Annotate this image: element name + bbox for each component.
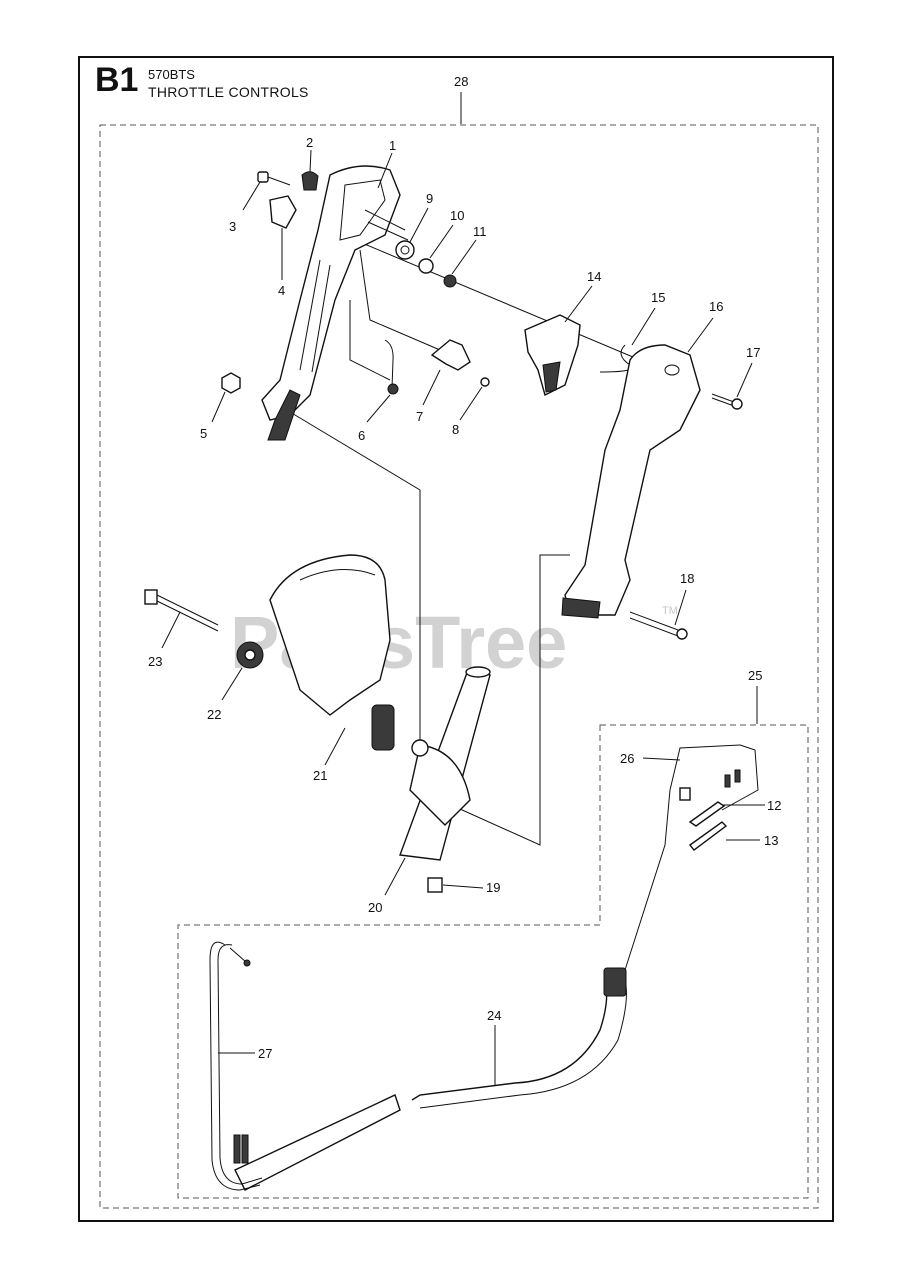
callout-3: 3: [229, 219, 236, 234]
leader-3: [242, 181, 261, 211]
callout-19: 19: [486, 880, 500, 895]
callout-22: 22: [207, 707, 221, 722]
part-14-trigger-grip: [542, 361, 561, 393]
leader-22: [221, 667, 243, 701]
callout-13: 13: [764, 833, 778, 848]
part-21-handle-clamp: [269, 554, 395, 751]
callout-26: 26: [620, 751, 634, 766]
assembly-line-e: [439, 554, 570, 846]
model-number: 570BTS: [148, 67, 195, 82]
callout-6: 6: [358, 428, 365, 443]
leader-1: [377, 152, 393, 189]
callout-20: 20: [368, 900, 382, 915]
part-3-pin: [257, 171, 291, 186]
leader-17: [736, 362, 753, 398]
callout-1: 1: [389, 138, 396, 153]
part-4-switch: [269, 195, 297, 229]
callout-5: 5: [200, 426, 207, 441]
leader-10: [429, 224, 454, 259]
part-9-washer: [395, 240, 415, 260]
leader-16: [687, 317, 714, 353]
leader-15: [631, 307, 656, 346]
callout-27: 27: [258, 1046, 272, 1061]
leader-18: [674, 589, 687, 626]
callout-9: 9: [426, 191, 433, 206]
callout-8: 8: [452, 422, 459, 437]
callout-14: 14: [587, 269, 601, 284]
assembly-line-c: [349, 300, 391, 381]
part-15-spring: [599, 344, 633, 373]
part-13-terminal: [688, 821, 728, 851]
callout-16: 16: [709, 299, 723, 314]
callout-11: 11: [473, 224, 487, 239]
part-7-lever: [430, 339, 471, 371]
part-1-handle-housing: [261, 165, 409, 441]
leader-21: [324, 727, 346, 766]
leader-14: [564, 285, 593, 323]
part-5-nut: [221, 372, 241, 394]
leader-2: [309, 149, 312, 173]
assembly-line-a: [269, 399, 421, 780]
part-16-handle-cover: [561, 344, 701, 619]
leader-23: [161, 611, 181, 649]
part-14-throttle-trigger: [524, 314, 581, 397]
part-11-lock-washer: [443, 274, 457, 288]
part-22-knob-center: [244, 649, 256, 661]
leader-9: [409, 207, 429, 243]
callout-17: 17: [746, 345, 760, 360]
part-10-washer: [418, 258, 434, 274]
leader-20: [384, 857, 406, 896]
group-outline-28: [99, 124, 819, 1209]
part-6-spring: [384, 339, 394, 389]
part-23-bolt: [144, 589, 219, 632]
leader-11: [451, 239, 477, 275]
part-17-screw: [711, 393, 743, 410]
callout-10: 10: [450, 208, 464, 223]
diagram-code: B1: [95, 61, 139, 99]
group-outline-25: [177, 724, 809, 1199]
callout-12: 12: [767, 798, 781, 813]
part-2-clip: [301, 171, 319, 191]
callout-15: 15: [651, 290, 665, 305]
assembly-line-b: [354, 239, 641, 361]
part-9-washer-hole: [400, 245, 410, 255]
leader-6: [366, 394, 391, 423]
assembly-line-d: [359, 249, 441, 351]
callout-4: 4: [278, 283, 285, 298]
part-12-terminal: [688, 801, 726, 827]
leader-5: [211, 391, 226, 423]
diagram-frame: [78, 56, 834, 1222]
callout-2: 2: [306, 135, 313, 150]
watermark-trademark: TM: [662, 605, 678, 617]
part-6-spring-end: [387, 383, 399, 395]
part-8-screw: [480, 377, 490, 387]
part-20-handle-bar: [399, 666, 491, 861]
part-24-throttle-cable: [234, 967, 627, 1191]
leader-26: [642, 757, 681, 761]
leader-8: [459, 386, 483, 421]
leader-7: [422, 369, 441, 406]
callout-24: 24: [487, 1008, 501, 1023]
callout-23: 23: [148, 654, 162, 669]
callout-7: 7: [416, 409, 423, 424]
part-27-stop-switch-cable: [209, 941, 263, 1191]
diagram-title: THROTTLE CONTROLS: [148, 84, 309, 100]
part-26-wire-harness: [624, 744, 759, 971]
part-18-screw: [629, 611, 688, 640]
part-19-nut: [427, 877, 443, 893]
callout-21: 21: [313, 768, 327, 783]
callout-28: 28: [454, 74, 468, 89]
callout-18: 18: [680, 571, 694, 586]
leader-19: [442, 884, 484, 889]
callout-25: 25: [748, 668, 762, 683]
